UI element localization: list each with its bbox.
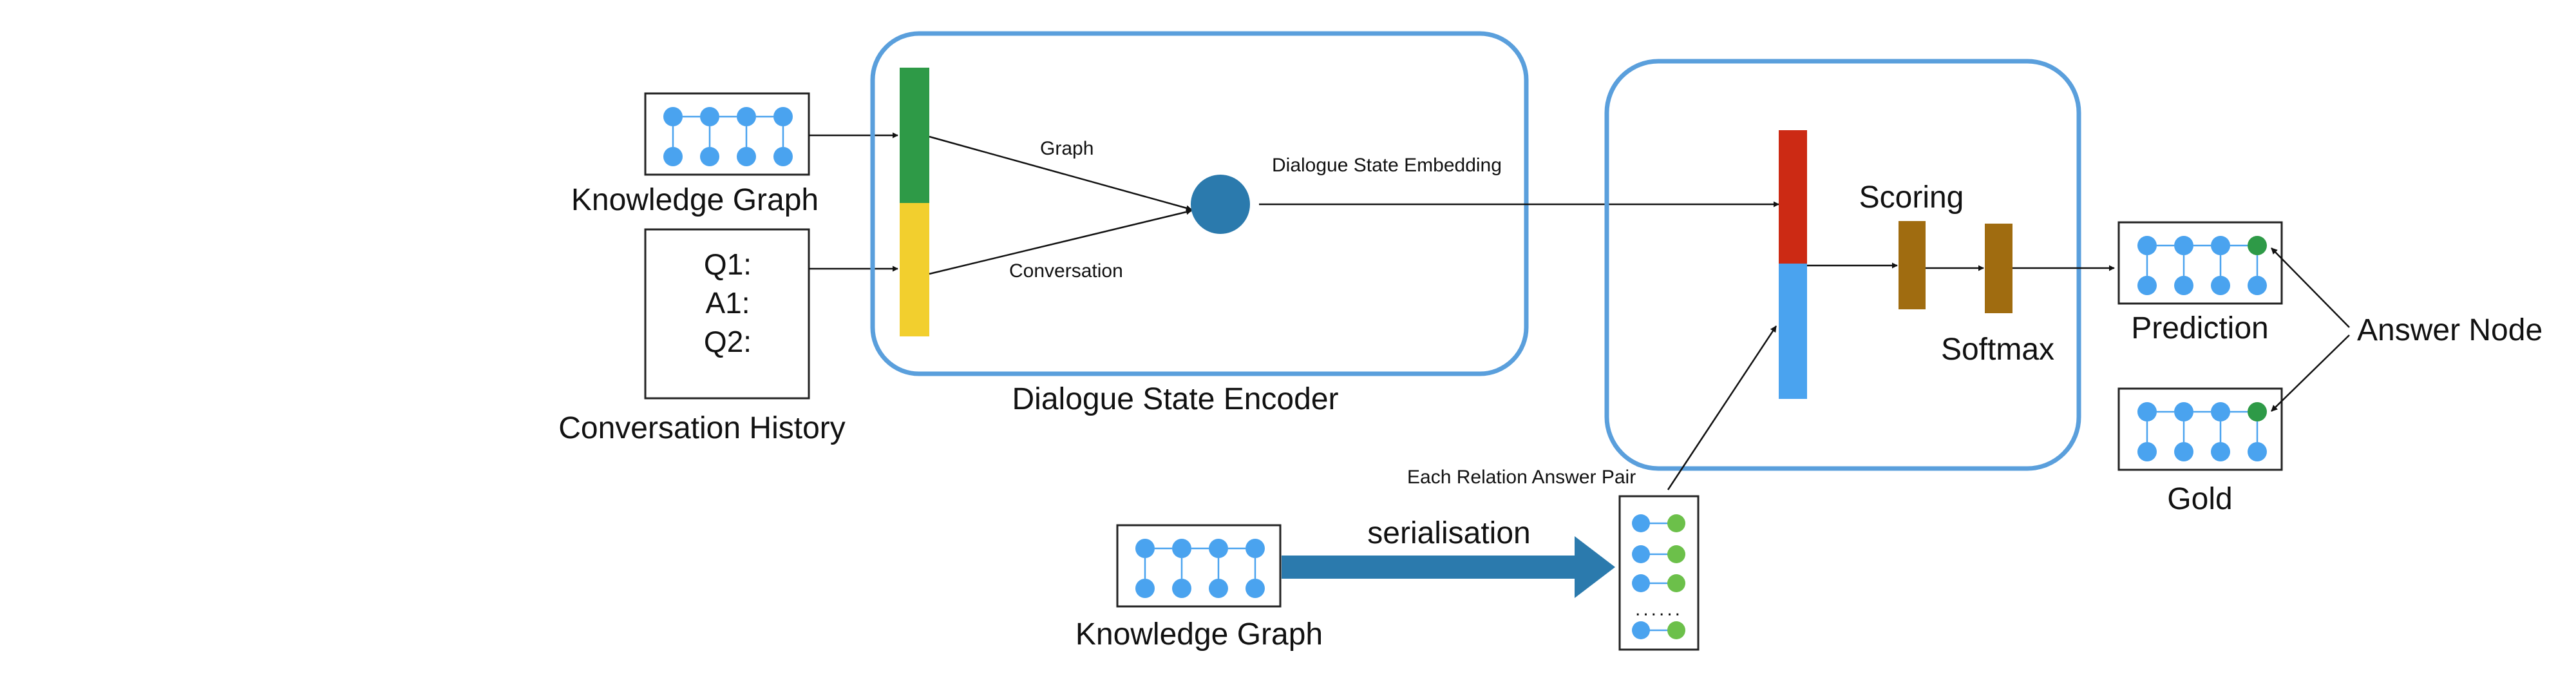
gold-graph-icon	[2137, 402, 2267, 461]
graph-node	[2248, 442, 2267, 461]
answer-node	[1667, 514, 1685, 532]
pairs-to-scorer-arrow	[1667, 325, 1777, 490]
graph-node	[2174, 402, 2193, 421]
graph-embedding-bar	[900, 68, 929, 203]
relation-answer-pairs-icon	[1632, 514, 1685, 639]
conversation-edge-label: Conversation	[1009, 260, 1123, 282]
graph-to-embedding-arrow	[929, 135, 1192, 211]
answer-node	[1667, 621, 1685, 639]
conversation-q2: Q2:	[704, 325, 752, 358]
gold-label: Gold	[2167, 482, 2232, 516]
knowledge-graph-input-box	[644, 92, 810, 176]
graph-node	[1209, 579, 1228, 598]
graph-node	[2248, 402, 2267, 421]
knowledge-graph-icon	[663, 107, 793, 166]
pairs-ellipsis: ......	[1635, 599, 1683, 620]
graph-node	[2174, 442, 2193, 461]
prediction-label: Prediction	[2131, 311, 2268, 345]
graph-node	[1172, 579, 1191, 598]
scoring-label: Scoring	[1859, 180, 1964, 215]
answer-node-label: Answer Node	[2357, 313, 2543, 347]
answer-node	[1667, 574, 1685, 592]
scoring-panel	[1604, 59, 2081, 471]
answer-node	[1667, 545, 1685, 563]
relation-node	[1632, 545, 1650, 563]
graph-node	[773, 147, 793, 166]
prediction-graph-icon	[2137, 236, 2267, 295]
graph-node	[1172, 539, 1191, 558]
scoring-block	[1899, 221, 1926, 309]
answer-node-to-prediction-arrow	[2271, 247, 2350, 328]
relation-answer-pairs-box: ......	[1618, 495, 1700, 651]
dialogue-state-embedding-label: Dialogue State Embedding	[1272, 155, 1502, 176]
graph-node	[1245, 579, 1265, 598]
graph-node	[663, 107, 683, 126]
each-relation-answer-pair-label: Each Relation Answer Pair	[1407, 467, 1636, 488]
dialogue-state-encoder-label: Dialogue State Encoder	[1012, 382, 1339, 416]
graph-node	[2248, 236, 2267, 255]
knowledge-graph-bottom-icon	[1135, 539, 1265, 598]
graph-node	[737, 107, 756, 126]
prediction-box	[2117, 221, 2283, 305]
conversation-to-embedding-arrow	[929, 209, 1192, 275]
relation-node	[1632, 621, 1650, 639]
graph-node	[2174, 236, 2193, 255]
dialogue-state-embedding-node	[1191, 175, 1250, 234]
graph-node	[2137, 276, 2157, 295]
graph-node	[2211, 276, 2230, 295]
graph-node	[2137, 442, 2157, 461]
gold-box	[2117, 387, 2283, 471]
conversation-a1: A1:	[705, 286, 750, 320]
graph-node	[663, 147, 683, 166]
knowledge-graph-bottom-label: Knowledge Graph	[1075, 617, 1323, 652]
graph-node	[1135, 539, 1155, 558]
knowledge-graph-bottom-box	[1116, 524, 1282, 608]
softmax-label: Softmax	[1941, 333, 2054, 367]
dialogue-state-vector-bar	[1779, 130, 1807, 264]
graph-node	[2137, 236, 2157, 255]
relation-node	[1632, 574, 1650, 592]
conversation-history-box: Q1: A1: Q2:	[644, 228, 810, 400]
answer-node-to-gold-arrow	[2271, 334, 2350, 412]
graph-node	[2211, 402, 2230, 421]
graph-node	[1209, 539, 1228, 558]
graph-node	[2174, 276, 2193, 295]
conversation-embedding-bar	[900, 203, 929, 336]
conversation-history-label: Conversation History	[558, 411, 846, 445]
graph-node	[773, 107, 793, 126]
knowledge-graph-top-label: Knowledge Graph	[571, 183, 819, 217]
graph-node	[700, 147, 719, 166]
graph-node	[2211, 236, 2230, 255]
relation-answer-vector-bar	[1779, 264, 1807, 399]
graph-node	[2211, 442, 2230, 461]
graph-node	[737, 147, 756, 166]
graph-edge-label: Graph	[1040, 138, 1094, 159]
graph-node	[2137, 402, 2157, 421]
graph-node	[1135, 579, 1155, 598]
softmax-block	[1985, 224, 2012, 313]
graph-node	[700, 107, 719, 126]
graph-node	[1245, 539, 1265, 558]
graph-node	[2248, 276, 2267, 295]
serialisation-arrow	[1282, 536, 1615, 598]
conversation-q1: Q1:	[704, 247, 752, 281]
serialisation-label: serialisation	[1367, 516, 1530, 550]
relation-node	[1632, 514, 1650, 532]
